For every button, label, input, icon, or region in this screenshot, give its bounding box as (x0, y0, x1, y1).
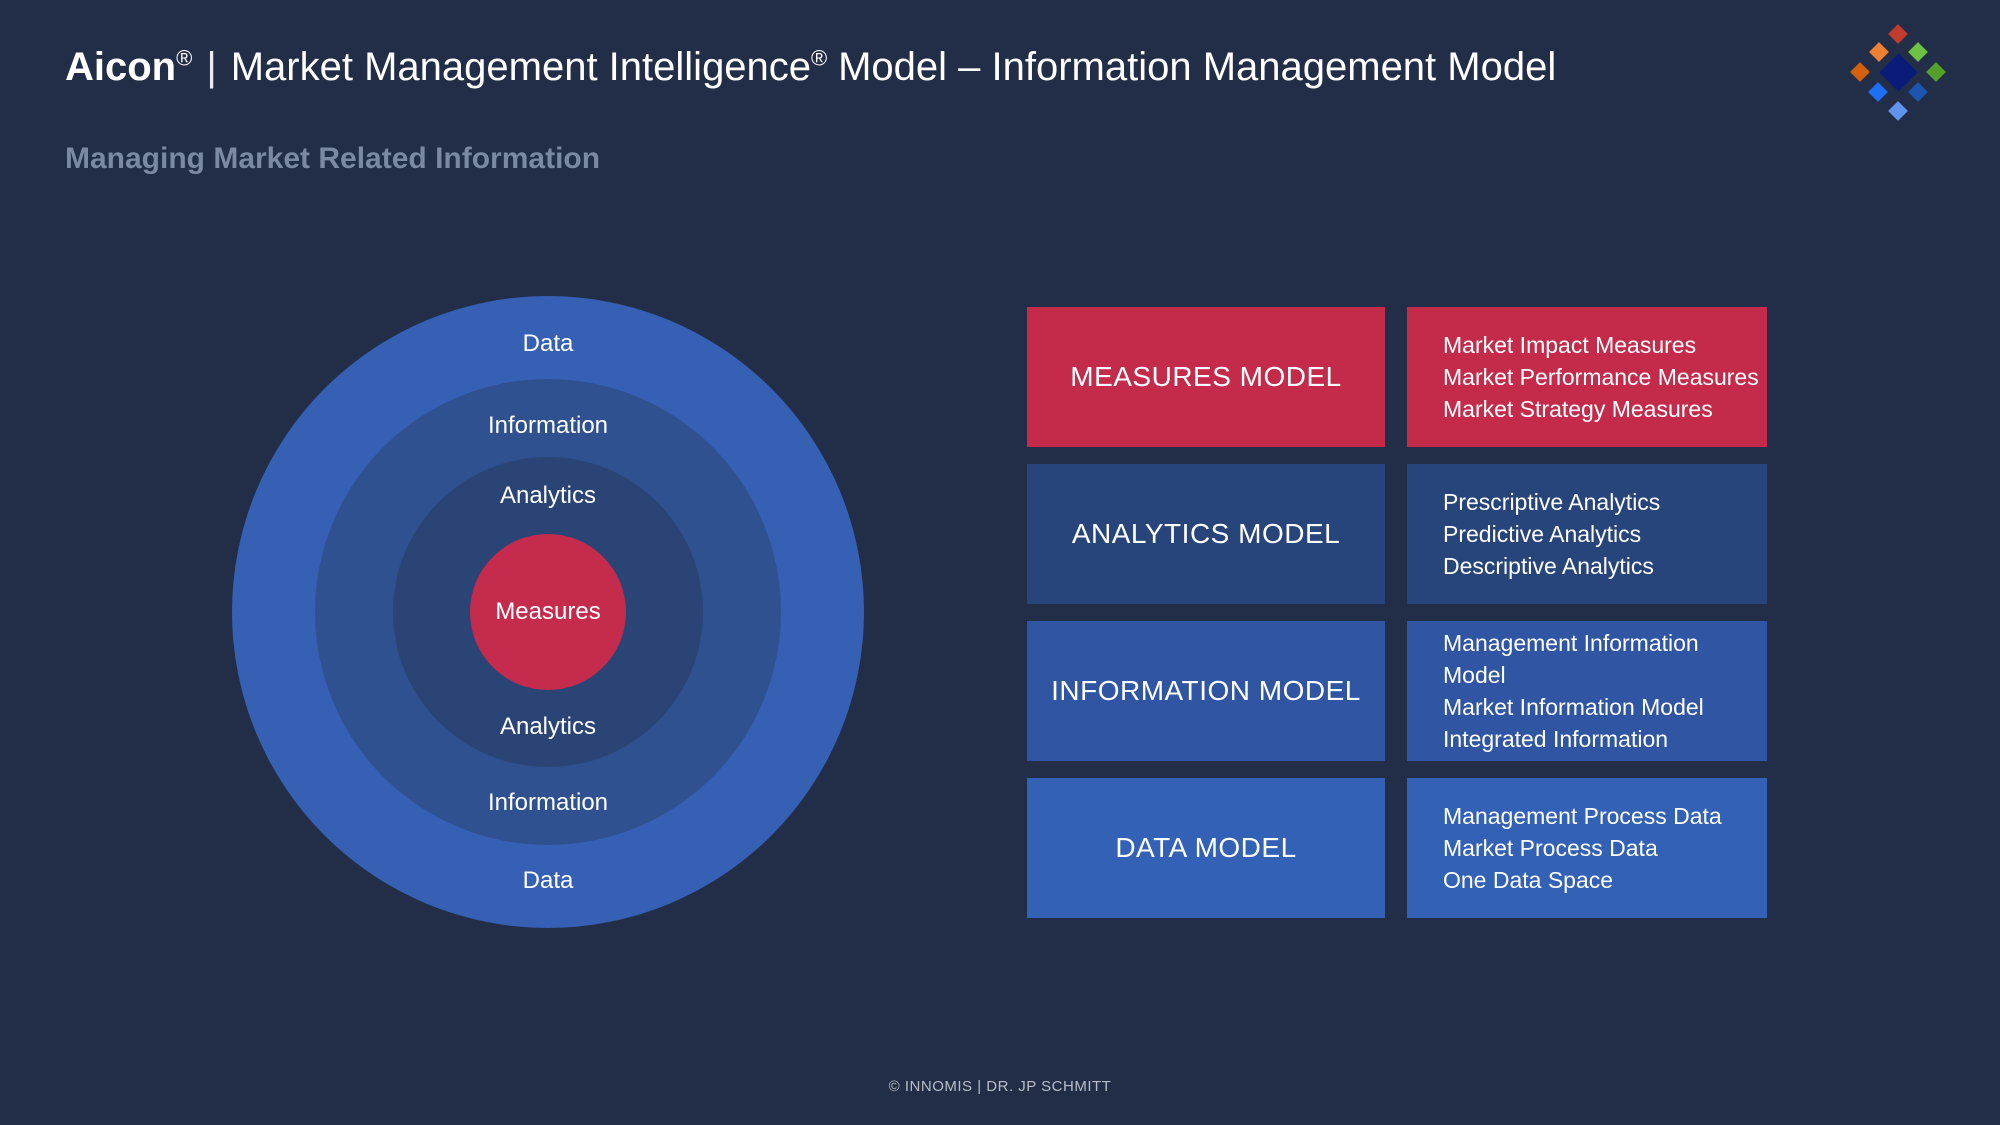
information-model-box: INFORMATION MODEL (1027, 621, 1385, 761)
ring-label-information-bottom: Information (487, 789, 609, 816)
model-detail-item: Market Performance Measures (1443, 364, 1759, 390)
copyright-credit: © INNOMIS | DR. JP SCHMITT (888, 1078, 1112, 1095)
data-model-detail-box: Management Process Data Market Process D… (1407, 778, 1767, 918)
model-detail-item: One Data Space (1443, 867, 1614, 893)
model-detail-item: Descriptive Analytics (1443, 553, 1654, 579)
information-model-detail-box: Management Information Model Market Info… (1407, 621, 1767, 761)
ring-label-data-top: Data (522, 330, 574, 357)
logo-diamond-lightblue (1888, 101, 1908, 121)
model-detail-item: Management Process Data (1443, 803, 1722, 829)
ring-label-analytics-bottom: Analytics (499, 713, 597, 740)
model-detail-item: Market Strategy Measures (1443, 396, 1713, 422)
analytics-model-detail-box: Prescriptive Analytics Predictive Analyt… (1407, 464, 1767, 604)
model-detail-item: Market Information Model (1443, 694, 1704, 720)
measures-model-box: MEASURES MODEL (1027, 307, 1385, 447)
logo-diamond-brightblue (1868, 82, 1888, 102)
model-detail-item: Prescriptive Analytics (1443, 489, 1661, 515)
logo-diamond-mediumblue (1908, 82, 1928, 102)
model-detail-item: Market Process Data (1443, 835, 1658, 861)
model-name: MEASURES MODEL (1070, 361, 1342, 392)
measures-model-detail-box: Market Impact Measures Market Performanc… (1407, 307, 1767, 447)
registered-mark: ® (811, 45, 828, 71)
title-rest: Model – Information Management Model (838, 45, 1557, 89)
model-detail-item: Integrated Information (1443, 726, 1669, 752)
ring-label-information-top: Information (487, 412, 609, 439)
ring-label-data-bottom: Data (522, 867, 574, 894)
model-detail-item: Predictive Analytics (1443, 521, 1642, 547)
model-detail-item: Management Information Model (1443, 630, 1699, 688)
logo-diamond-orange (1869, 42, 1889, 62)
ring-label-measures: Measures (495, 598, 601, 625)
logo-diamond-lightgreen (1908, 42, 1928, 62)
circle-measures (470, 534, 626, 690)
model-name: DATA MODEL (1115, 832, 1297, 863)
logo-diamond-green (1926, 62, 1946, 82)
diamond-mosaic-logo-icon (1848, 22, 1948, 122)
title-main: Market Management Intelligence (230, 45, 812, 89)
page-title: Aicon®|Market Management Intelligence®Mo… (65, 45, 1556, 90)
ring-label-analytics-top: Analytics (499, 482, 597, 509)
model-detail-item: Market Impact Measures (1443, 332, 1697, 358)
logo-diamond-red (1888, 24, 1908, 44)
logo-diamond-center-navy (1878, 52, 1918, 92)
model-name: INFORMATION MODEL (1051, 675, 1361, 706)
data-model-box: DATA MODEL (1027, 778, 1385, 918)
title-separator: | (206, 45, 217, 89)
brand-name: Aicon (65, 45, 177, 89)
analytics-model-box: ANALYTICS MODEL (1027, 464, 1385, 604)
model-name: ANALYTICS MODEL (1071, 518, 1341, 549)
registered-mark: ® (176, 45, 193, 71)
logo-diamond-darkorange (1850, 62, 1870, 82)
slide-subtitle: Managing Market Related Information (65, 142, 601, 175)
